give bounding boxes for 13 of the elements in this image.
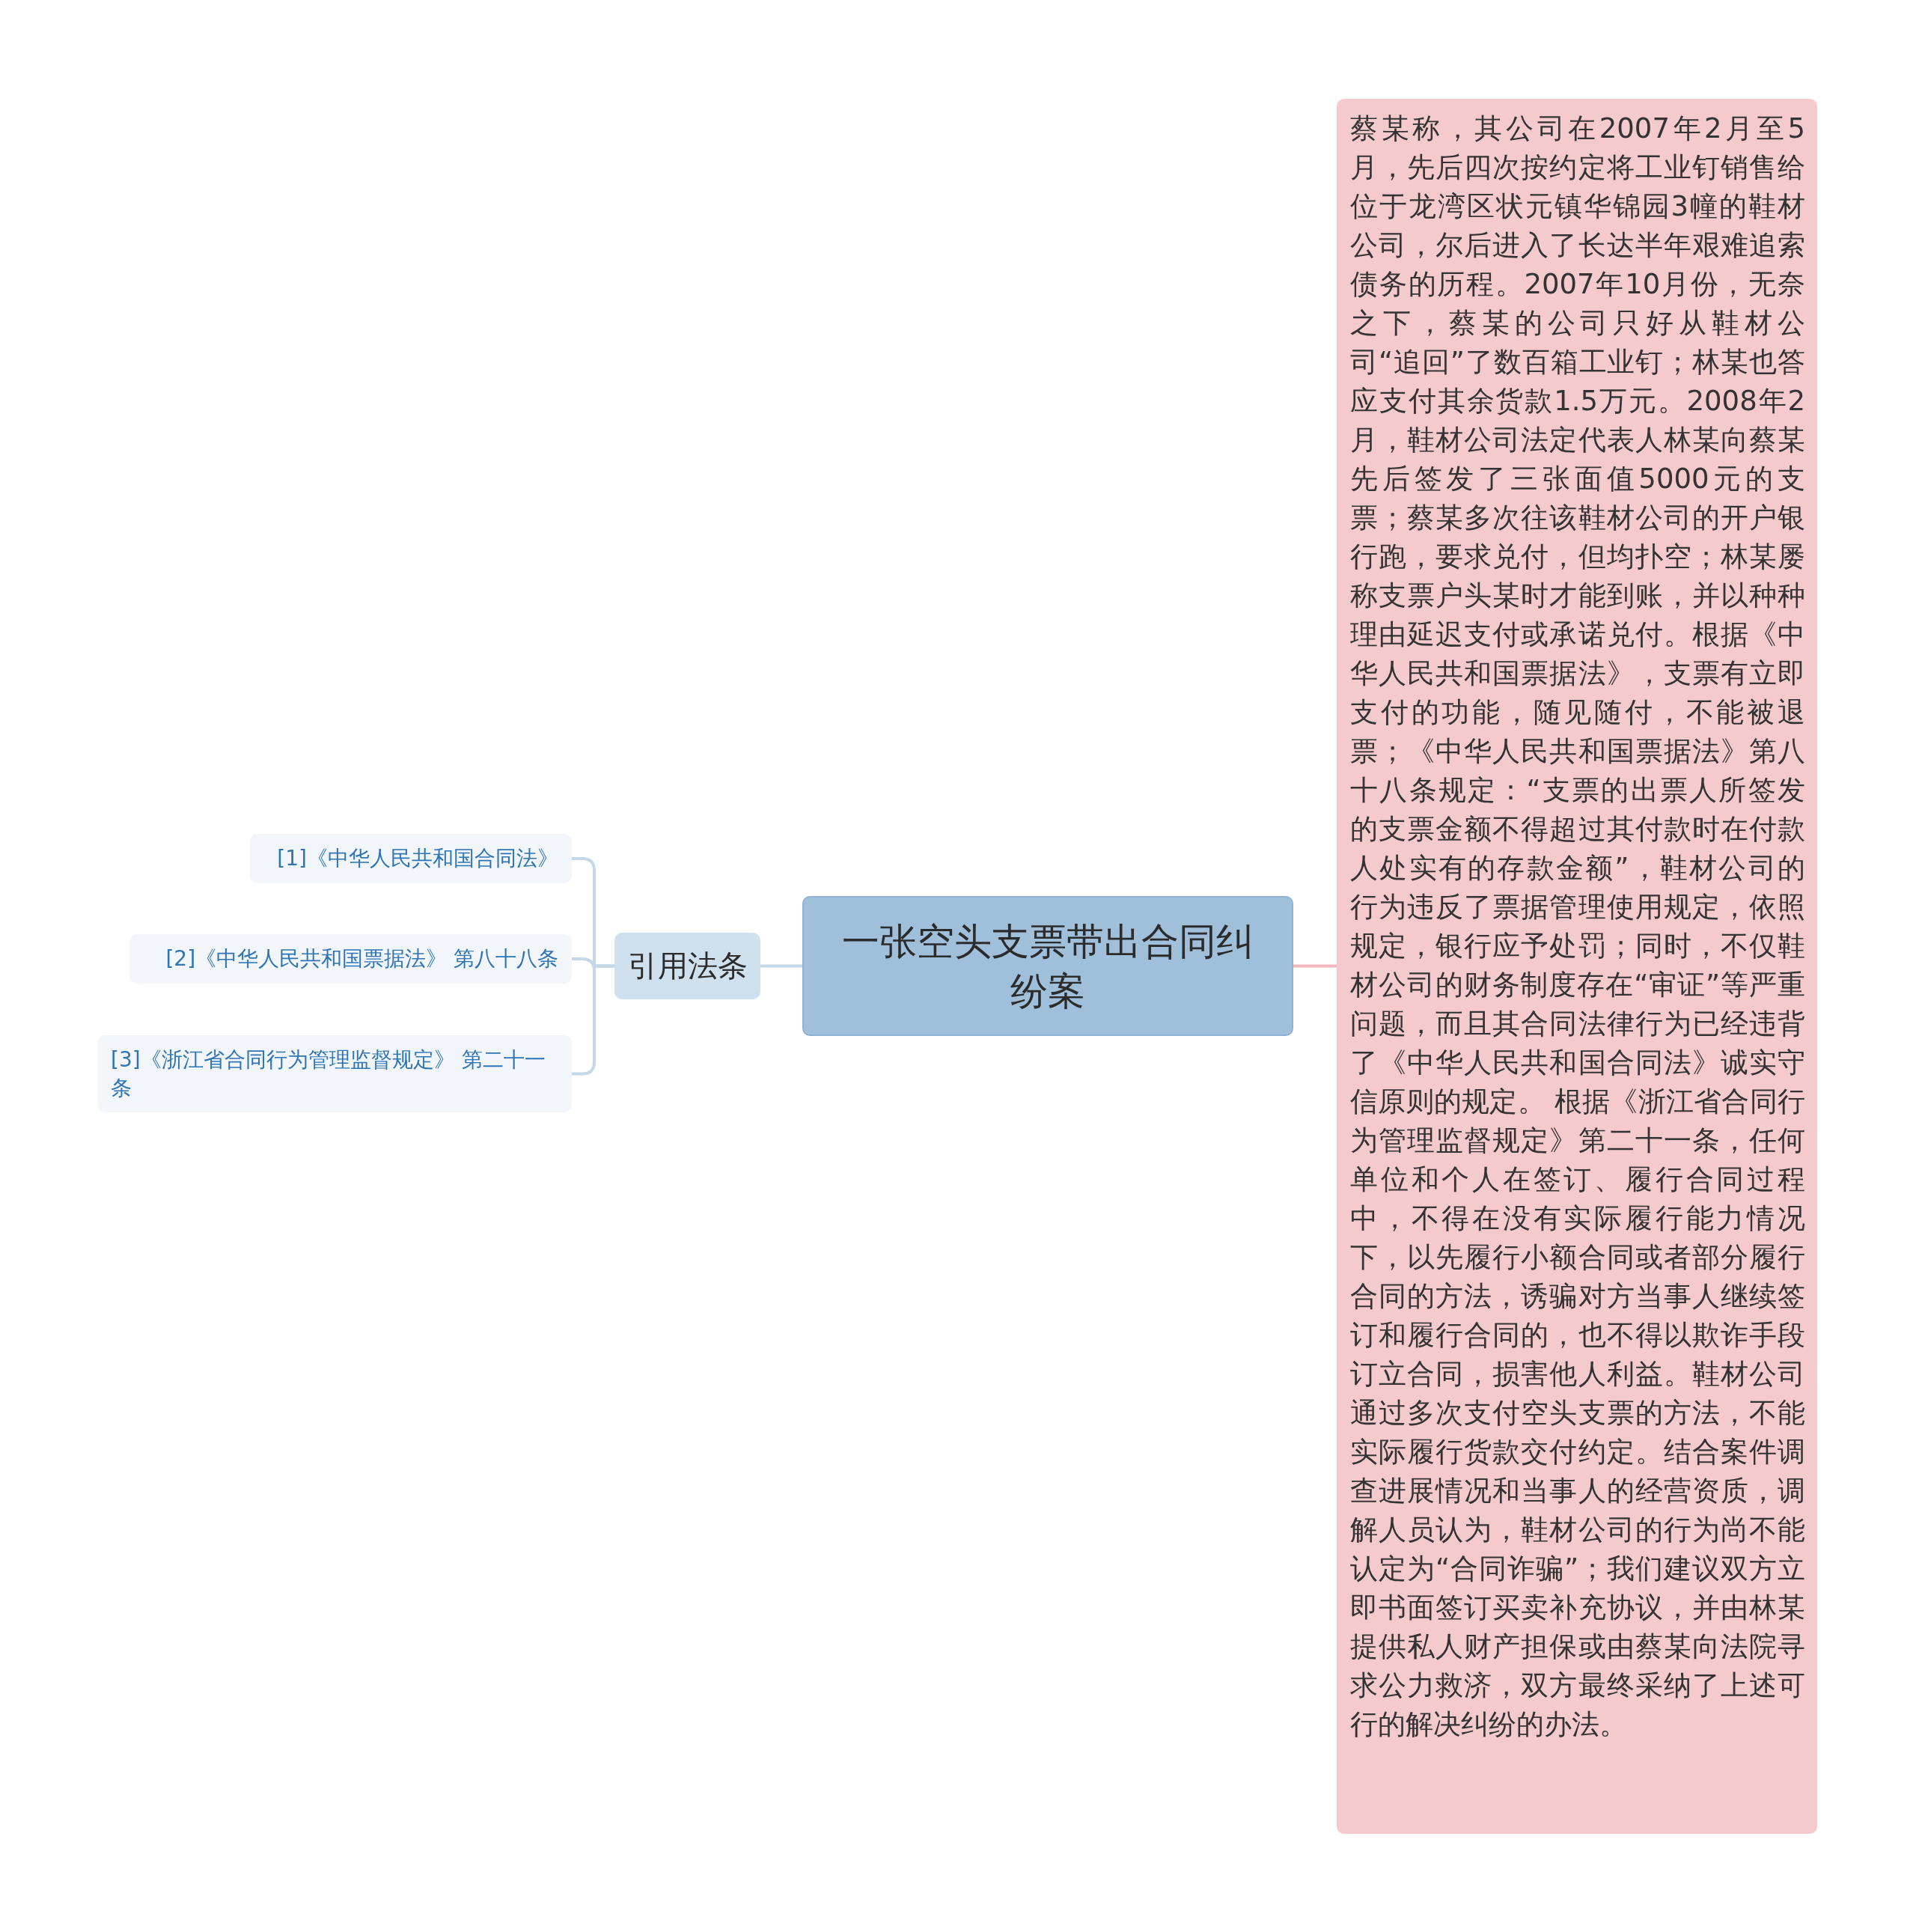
node-text: 一张空头支票带出合同纠纷案 bbox=[841, 918, 1254, 1014]
root-topic-box bbox=[802, 896, 1293, 1036]
node-text: 引用法条 bbox=[627, 948, 748, 984]
connector-line bbox=[1293, 964, 1337, 968]
node-text: 蔡某称，其公司在2007年2月至5月，先后四次按约定将工业钉销售给位于龙湾区状元镇华锦园3幢的鞋材公司，尔后进入了长达半年艰难追索债务的历程。2007年10月份，无奈之下，蔡某的公司只好从鞋材公司“追回”了数百箱工业钉；林某也答应支付其余货款1.5万元。2008年2月，鞋材公司法定代表人林某向蔡某先后签发了三张面值5000元的支票；蔡某多次往该鞋材公司的开户银行跑，要求兑付，但均扑空；林某屡称支票户头某时才能到账，并以种种理由延迟支付或承诺兑付。根据《中华人民共和国票据法》，支票有立即支付的功能，随见随付，不能被退票；《中华人民共和国票据法》第八十八条规定：“支票的出票人所签发的支票金额不得超过其付款时在付款人处实有的存款金额”，鞋材公司的行为违反了票据管理使用规定，依照规定，银行应予处罚；同时，不仅鞋材公司的财务制度存在“审证”等严重问题，而且其合同法律行为已经违背了《中华人民共和国合同法》诚实守信原则的规定。 根据《浙江省合同行为管理监督规定》第二十一条，任何单位和个人在签订、履行合同过程中，不得在没有实际履行能力情况下，以先履行小额合同或者部分履行合同的方法，诱骗对方当事人继续签订和履行合同的，也不得以欺诈手段订立合同，损害他人利益。鞋材公司通过多次支付空头支票的方法，不能实际履行货款交付约定。结合案件调查进展情况和当事人的经营资质，调解人员认为，鞋材公司的行为尚不能认定为“合同诈骗”；我们建议双方立即书面签订买卖补充协议，并由林某提供私人财产担保或由蔡某向法院寻求公力救济，双方最终采纳了上述可行的解决纠纷的办法。 bbox=[1350, 112, 1805, 1742]
subtopic-box bbox=[97, 1035, 572, 1112]
connector-line bbox=[760, 964, 802, 968]
subtopic-box bbox=[250, 834, 572, 883]
node-text: [2]《中华人民共和国票据法》 第八十八条 bbox=[165, 945, 558, 972]
topic-box bbox=[614, 933, 760, 999]
node-text: [3]《浙江省合同行为管理监督规定》 第二十一条 bbox=[111, 1046, 546, 1102]
subtopic-box bbox=[129, 934, 572, 984]
node-text: [1]《中华人民共和国合同法》 bbox=[277, 845, 558, 872]
